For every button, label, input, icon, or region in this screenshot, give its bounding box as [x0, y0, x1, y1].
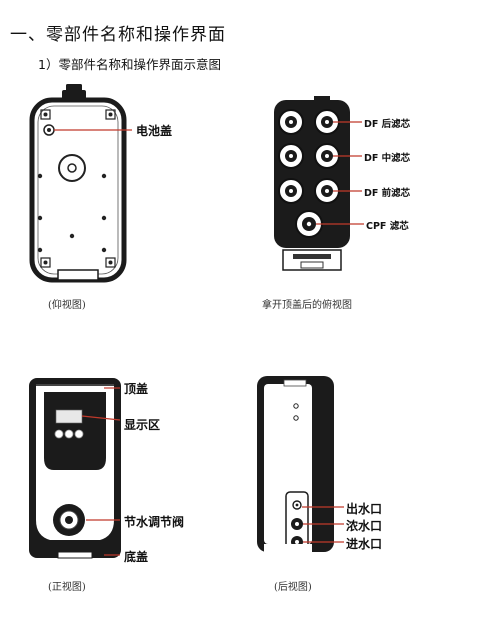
section-title: 一、零部件名称和操作界面 [10, 25, 226, 45]
caption-top-open-view: 拿开顶盖后的俯视图 [262, 300, 352, 311]
label-throttle-valve: 节水调节阀 [124, 515, 185, 529]
label-water-outlet: 出水口 [346, 502, 383, 516]
label-water-inlet: 进水口 [346, 537, 383, 551]
label-battery-cover: 电池盖 [136, 124, 173, 138]
label-bottom-cover: 底盖 [124, 550, 149, 564]
bottom-view-drawing [29, 84, 132, 283]
label-display-area: 显示区 [124, 418, 161, 432]
subsection-title: 1）零部件名称和操作界面示意图 [38, 57, 221, 72]
label-df-rear-filter: DF 后滤芯 [364, 119, 411, 130]
label-concentrate-outlet: 浓水口 [346, 519, 383, 533]
label-df-front-filter: DF 前滤芯 [364, 188, 411, 199]
front-view-drawing [29, 378, 121, 559]
label-cpf-filter: CPF 滤芯 [366, 221, 409, 232]
label-top-cover: 顶盖 [124, 382, 149, 396]
caption-front-view: (正视图) [48, 582, 86, 593]
back-view-drawing [257, 376, 344, 552]
label-df-middle-filter: DF 中滤芯 [364, 153, 411, 164]
top-open-view-drawing [274, 96, 364, 271]
caption-back-view: (后视图) [274, 582, 312, 593]
caption-bottom-view: (仰视图) [48, 300, 86, 311]
